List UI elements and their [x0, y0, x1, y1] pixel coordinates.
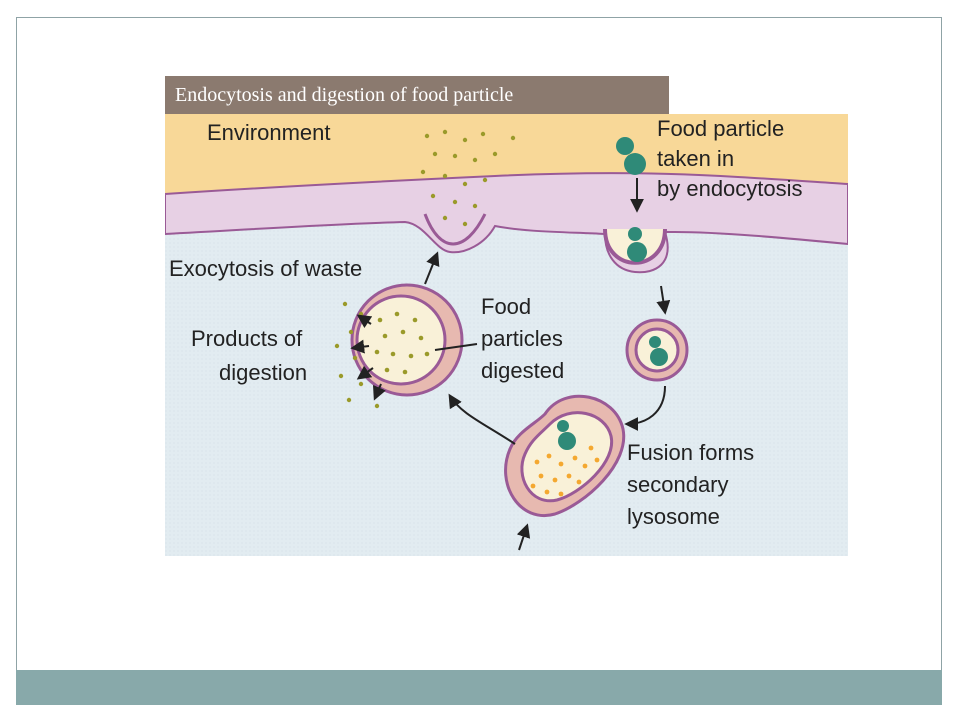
label-products-1: Products of — [191, 326, 303, 351]
label-food-particle-1: Food particle — [657, 116, 784, 141]
label-exocytosis: Exocytosis of waste — [169, 256, 362, 281]
exocytosis-pocket — [423, 213, 487, 246]
waste-dots — [420, 129, 516, 227]
arrow-exocytosis — [424, 251, 440, 285]
arrow-to-digestion — [448, 393, 516, 445]
arrow-food-label — [434, 343, 478, 351]
label-food-particle-2: taken in — [657, 146, 734, 171]
label-environment: Environment — [207, 120, 331, 145]
label-fusion-1: Fusion forms — [627, 440, 754, 465]
label-fusion-3: lysosome — [627, 504, 720, 529]
arrow-to-lysosome — [624, 385, 666, 431]
label-digested-3: digested — [481, 358, 564, 383]
arrow-lysosome-source — [516, 523, 531, 551]
plasma-membrane — [165, 172, 848, 274]
diagram-caption: Endocytosis and digestion of food partic… — [165, 76, 669, 114]
secondary-lysosome — [504, 394, 626, 517]
label-digested-1: Food — [481, 294, 531, 319]
slide-footer-bar — [16, 670, 942, 705]
endocytic-vesicle — [625, 318, 689, 382]
products-arrows — [350, 314, 386, 401]
label-fusion-2: secondary — [627, 472, 729, 497]
food-particle-outside — [616, 137, 646, 175]
arrow-to-vesicle — [656, 285, 671, 315]
food-particle-in-pocket — [627, 227, 647, 262]
label-digested-2: particles — [481, 326, 563, 351]
endocytosis-diagram: Environment Food particle taken in by en… — [165, 114, 848, 556]
label-food-particle-3: by endocytosis — [657, 176, 803, 201]
digestion-vesicle — [350, 283, 464, 397]
label-products-2: digestion — [219, 360, 307, 385]
